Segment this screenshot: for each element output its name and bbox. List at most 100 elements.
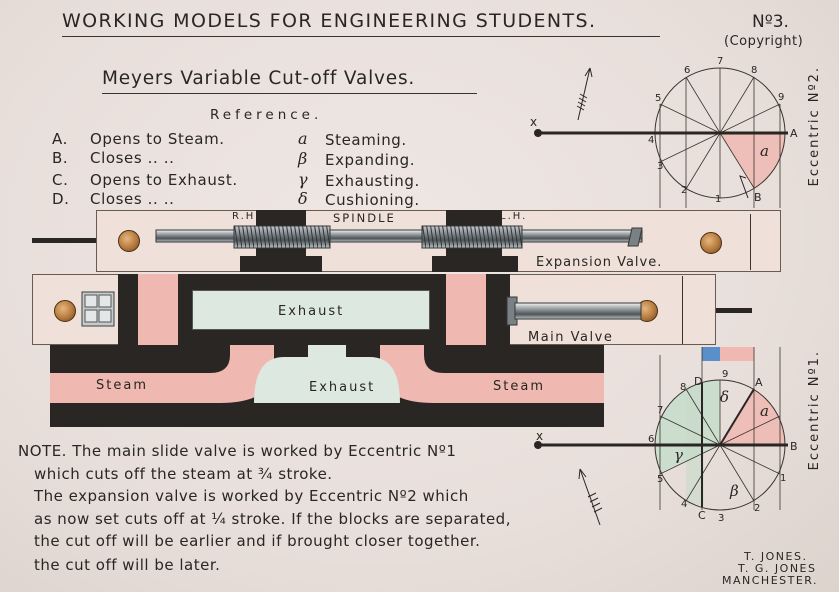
ecc1-num-8: 8 bbox=[680, 382, 687, 393]
subtitle-underline bbox=[102, 93, 477, 94]
main-valve-label: Main Valve bbox=[528, 330, 614, 345]
lh-label: L.H. bbox=[500, 211, 528, 222]
ref-key-b: B. bbox=[52, 149, 69, 167]
guide-line-expansion bbox=[750, 214, 751, 270]
ecc1-num-2: 2 bbox=[754, 503, 761, 514]
ecc1-num-3: 3 bbox=[718, 513, 725, 524]
ecc1-delta-label: δ bbox=[720, 388, 730, 406]
ref-text-beta: Expanding. bbox=[325, 151, 416, 169]
maker-line-2: T. G. JONES bbox=[738, 562, 817, 575]
expansion-strip-tab bbox=[750, 210, 781, 272]
copyright-label: (Copyright) bbox=[724, 34, 804, 49]
steam-port-left bbox=[50, 345, 274, 403]
maker-line-1: T. JONES. bbox=[744, 550, 808, 563]
ecc1-beta-label: β bbox=[730, 482, 739, 500]
note-line-4: as now set cuts off at ¼ stroke. If the … bbox=[34, 510, 511, 528]
expansion-rivet-left bbox=[118, 230, 140, 252]
ecc1-a-label: A bbox=[755, 376, 763, 389]
ecc1-num-4: 4 bbox=[681, 499, 688, 510]
ecc2-a-label: A bbox=[790, 127, 798, 140]
ecc2-x-label: x bbox=[530, 115, 538, 129]
ecc1-alpha-label: a bbox=[760, 402, 769, 420]
ref-key-gamma: γ bbox=[298, 170, 308, 189]
ecc2-b-label: B bbox=[754, 191, 762, 204]
expansion-rod-left bbox=[32, 238, 98, 243]
title-underline bbox=[62, 36, 660, 37]
ecc1-x-label: x bbox=[536, 429, 544, 443]
rh-label: R.H. bbox=[232, 211, 261, 222]
spindle-rod bbox=[155, 229, 643, 243]
note-line-5: the cut off will be earlier and if broug… bbox=[34, 532, 481, 550]
gland-nut-svg bbox=[81, 291, 115, 327]
ref-text-gamma: Exhausting. bbox=[325, 172, 420, 190]
expansion-valve-label: Expansion Valve. bbox=[536, 255, 663, 270]
ref-text-alpha: Steaming. bbox=[325, 131, 407, 149]
ecc2-num-8: 8 bbox=[751, 65, 758, 76]
note-line-6: the cut off will be later. bbox=[34, 556, 221, 574]
spindle-end bbox=[627, 227, 643, 247]
main-valve-port-left bbox=[138, 274, 178, 345]
note-line-3: The expansion valve is worked by Eccentr… bbox=[34, 487, 469, 505]
ref-key-c: C. bbox=[52, 171, 69, 189]
left-hand-thread bbox=[421, 225, 523, 249]
ref-text-a: Opens to Steam. bbox=[90, 130, 225, 148]
ref-key-d: D. bbox=[52, 190, 70, 208]
eccentric-2-label: Eccentric Nº2. bbox=[807, 66, 822, 187]
ref-text-c: Opens to Exhaust. bbox=[90, 171, 238, 189]
main-rivet-left bbox=[54, 300, 76, 322]
expansion-rivet-right bbox=[700, 232, 722, 254]
ref-text-b: Closes .. .. bbox=[90, 149, 175, 167]
expansion-block-rh-foot bbox=[240, 256, 322, 272]
subtitle: Meyers Variable Cut-off Valves. bbox=[102, 68, 416, 89]
ecc2-num-1: 1 bbox=[715, 194, 722, 205]
ecc2-num-6: 6 bbox=[684, 65, 691, 76]
expansion-block-lh-foot bbox=[432, 256, 518, 272]
ref-key-delta: δ bbox=[298, 189, 308, 208]
note-line-2: which cuts off the steam at ¾ stroke. bbox=[34, 465, 333, 483]
ecc2-num-9: 9 bbox=[778, 92, 785, 103]
steam-right-label: Steam bbox=[493, 379, 545, 394]
ref-text-delta: Cushioning. bbox=[325, 191, 420, 209]
steam-left-label: Steam bbox=[96, 378, 148, 393]
ecc2-num-4: 4 bbox=[648, 135, 655, 146]
steam-port-right bbox=[380, 345, 604, 403]
plate-number: Nº3. bbox=[752, 12, 789, 32]
ecc2-alpha-label: a bbox=[760, 142, 769, 160]
ref-key-a: A. bbox=[52, 130, 68, 148]
ecc1-num-9: 9 bbox=[722, 369, 729, 380]
ecc1-gamma-label: γ bbox=[674, 446, 683, 464]
eccentric-2-diagram bbox=[534, 67, 788, 208]
guide-line-main bbox=[682, 276, 683, 344]
eccentric-1-label: Eccentric Nº1. bbox=[807, 350, 822, 471]
note-line-1: NOTE. The main slide valve is worked by … bbox=[18, 442, 457, 460]
ref-key-beta: β bbox=[298, 149, 308, 168]
right-hand-thread bbox=[233, 225, 331, 249]
ecc1-num-5: 5 bbox=[657, 474, 664, 485]
cylinder-ports-svg bbox=[50, 345, 604, 427]
exhaust-port bbox=[254, 345, 400, 403]
main-rod-right bbox=[716, 308, 752, 313]
port-exhaust-label: Exhaust bbox=[309, 380, 376, 395]
ecc1-num-6: 6 bbox=[648, 434, 655, 445]
ecc2-num-2: 2 bbox=[681, 185, 688, 196]
main-valve-port-right bbox=[446, 274, 486, 345]
main-title: WORKING MODELS FOR ENGINEERING STUDENTS. bbox=[62, 10, 597, 32]
maker-line-3: MANCHESTER. bbox=[722, 574, 819, 587]
spindle-label: SPINDLE bbox=[333, 211, 396, 225]
ecc1-num-1: 1 bbox=[780, 473, 787, 484]
ecc1-num-7: 7 bbox=[657, 405, 664, 416]
reference-heading: Reference. bbox=[210, 107, 323, 123]
ref-key-alpha: a bbox=[298, 129, 308, 148]
eccentric-1-diagram bbox=[534, 347, 788, 525]
spindle-svg[interactable] bbox=[150, 222, 650, 252]
ecc1-b-label: B bbox=[790, 440, 798, 453]
ecc2-num-3: 3 bbox=[657, 161, 664, 172]
main-exhaust-cavity bbox=[192, 290, 430, 330]
ref-text-d: Closes .. .. bbox=[90, 190, 175, 208]
main-exhaust-label: Exhaust bbox=[278, 304, 345, 319]
ecc2-num-7: 7 bbox=[717, 56, 724, 67]
main-valve-rod-svg bbox=[506, 296, 642, 326]
ecc1-c-label: C bbox=[698, 509, 706, 522]
ecc2-num-5: 5 bbox=[655, 93, 662, 104]
